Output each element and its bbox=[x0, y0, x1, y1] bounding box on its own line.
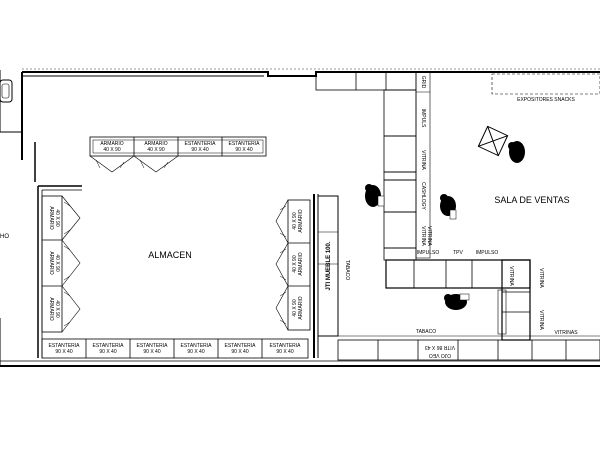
person-icon bbox=[508, 141, 525, 163]
expositores-label: EXPOSITORES SNACKS bbox=[517, 97, 575, 103]
top-furniture-dims-4: 90 X 40 bbox=[235, 147, 252, 153]
vitrina-top-label: VITRINA bbox=[420, 150, 426, 170]
tpv-label: TPV bbox=[453, 250, 463, 256]
jti-mueble-group bbox=[317, 195, 339, 337]
almacen-label: ALMACEN bbox=[148, 250, 192, 260]
left-armarios-group bbox=[41, 195, 81, 333]
top-furniture-type-3: ESTANTERIA bbox=[184, 141, 216, 147]
right-armario-dims-3: 40 X 90 bbox=[292, 299, 298, 316]
top-furniture-dims-2: 40 X 90 bbox=[147, 147, 164, 153]
bottom-shelf-dims-5: 90 X 40 bbox=[231, 349, 248, 355]
right-armario-type-2: ARMARIO bbox=[298, 252, 304, 275]
bottom-shelf-dims-3: 90 X 40 bbox=[143, 349, 160, 355]
bottom-shelf-dims-2: 90 X 40 bbox=[99, 349, 116, 355]
top-furniture-dims-3: 90 X 40 bbox=[191, 147, 208, 153]
vitrina-counter-label: VITRINA bbox=[508, 266, 514, 286]
left-armario-dims-3: 40 X 90 bbox=[54, 300, 60, 317]
top-furniture-type-1: ARMARIO bbox=[100, 141, 123, 147]
right-armario-type-3: ARMARIO bbox=[298, 296, 304, 319]
cashlogy-label: CASHLOGY bbox=[420, 182, 426, 210]
person-icon bbox=[444, 293, 470, 310]
impulso-label-1: IMPULSO bbox=[417, 250, 440, 256]
top-furniture-type-4: ESTANTERIA bbox=[228, 141, 260, 147]
bottom-shelf-type-6: ESTANTERIA bbox=[269, 343, 301, 349]
person-icon bbox=[440, 194, 457, 220]
bottom-sales-row bbox=[337, 335, 600, 361]
bottom-shelf-type-5: ESTANTERIA bbox=[224, 343, 256, 349]
impulso-label-2: IMPULSO bbox=[476, 250, 499, 256]
bottom-shelf-dims-4: 90 X 40 bbox=[187, 349, 204, 355]
impuls-vertical-label: IMPULS bbox=[420, 109, 426, 128]
sales-top-column bbox=[315, 71, 431, 261]
grid-top-label: GRID bbox=[420, 76, 426, 89]
right-armario-type-1: ARMARIO bbox=[298, 209, 304, 232]
top-furniture-dims-1: 40 X 90 bbox=[103, 147, 120, 153]
bottom-shelf-type-4: ESTANTERIA bbox=[180, 343, 212, 349]
right-armario-dims-1: 40 X 90 bbox=[292, 212, 298, 229]
left-armario-dims-1: 40 X 90 bbox=[54, 209, 60, 226]
right-armario-dims-2: 40 X 90 bbox=[292, 255, 298, 272]
vitrinas-label: VITRINAS bbox=[554, 330, 578, 336]
ojo-veo-label: OJO VEO bbox=[429, 352, 451, 358]
right-armarios-group bbox=[275, 199, 311, 331]
left-armario-dims-2: 40 X 90 bbox=[54, 254, 60, 271]
jti-mueble-label: JTI MUEBLE 100. bbox=[326, 241, 332, 290]
vitrina-mid-label: VITRINA bbox=[420, 226, 426, 246]
tabaco-vertical-label: TABACO bbox=[344, 260, 350, 280]
vitrina-label-1: VITRINA bbox=[538, 268, 544, 288]
expositores-snacks-area bbox=[491, 73, 600, 95]
sala-ventas-label: SALA DE VENTAS bbox=[494, 195, 569, 205]
bottom-shelf-dims-6: 90 X 40 bbox=[276, 349, 293, 355]
bottom-shelf-type-2: ESTANTERIA bbox=[92, 343, 124, 349]
left-armario-type-2: ARMARIO bbox=[48, 251, 54, 274]
bottom-shelf-type-3: ESTANTERIA bbox=[136, 343, 168, 349]
cut-room-label: HO bbox=[0, 234, 9, 240]
bottom-shelves-group bbox=[41, 338, 309, 359]
person-icon bbox=[365, 184, 385, 207]
top-furniture-type-2: ARMARIO bbox=[144, 141, 167, 147]
vitrina-label-2: VITRINA bbox=[538, 310, 544, 330]
display-stand-icon bbox=[477, 125, 509, 157]
tabaco-bottom-label: TABACO bbox=[416, 329, 436, 335]
left-armario-type-1: ARMARIO bbox=[48, 206, 54, 229]
top-furniture-group bbox=[89, 136, 267, 173]
bottom-shelf-type-1: ESTANTERIA bbox=[48, 343, 80, 349]
vitrina-dims-label: VITR 86 X 43 bbox=[425, 344, 455, 350]
left-armario-type-3: ARMARIO bbox=[48, 297, 54, 320]
bottom-shelf-dims-1: 90 X 40 bbox=[55, 349, 72, 355]
vitrina-label-3: VITRINA bbox=[426, 226, 432, 246]
